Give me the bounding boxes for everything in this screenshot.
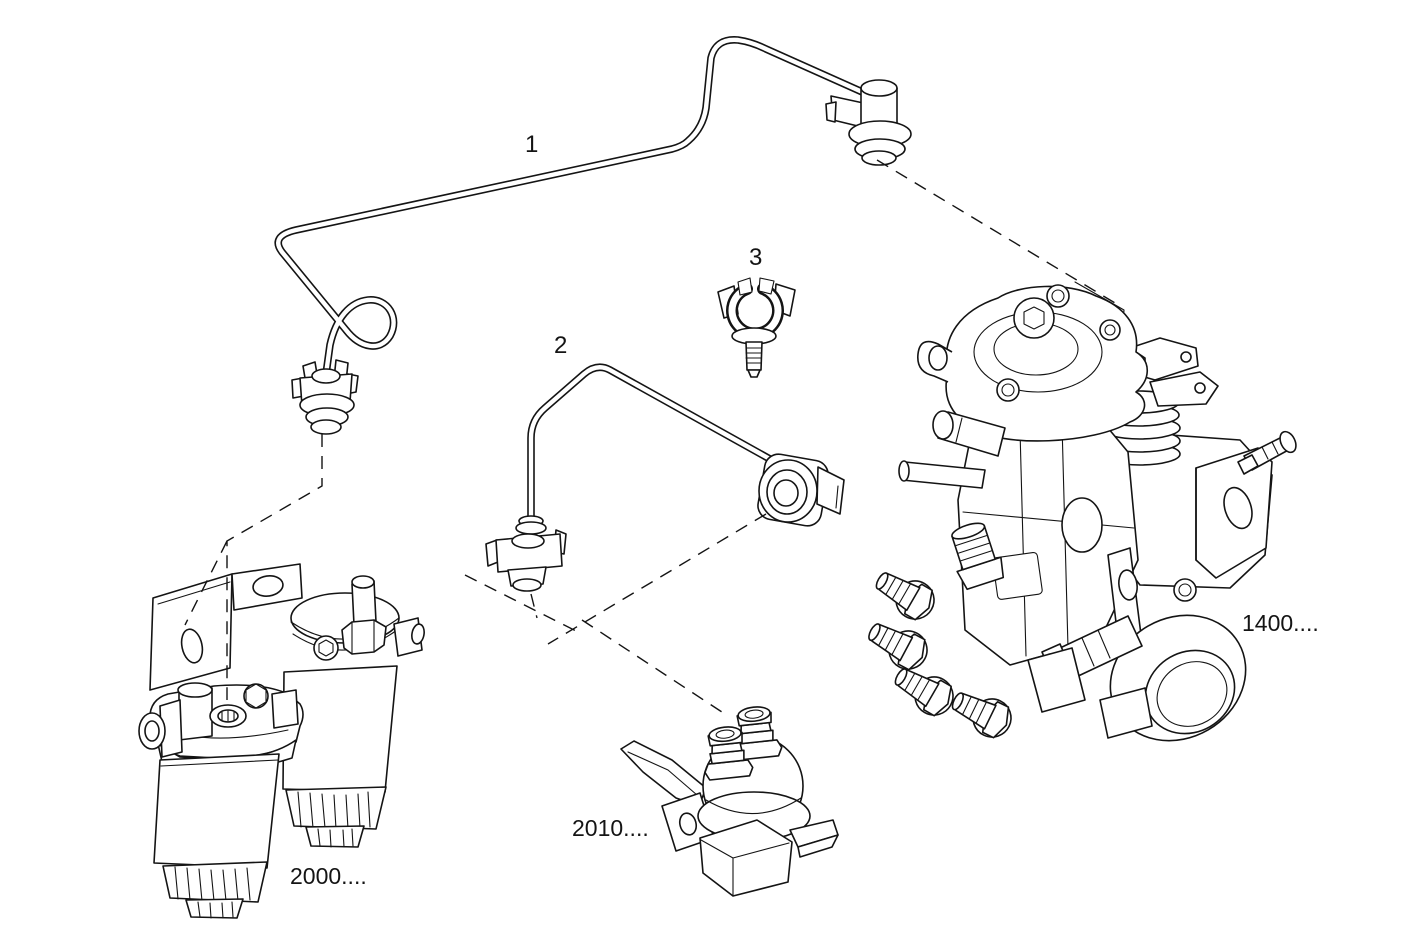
pump-foot bbox=[1099, 687, 1153, 739]
fuel-pipe-1-drawing bbox=[274, 36, 912, 435]
pump-inlet-fittings bbox=[898, 410, 1006, 489]
filter-nut bbox=[341, 619, 387, 655]
pipe-clip-drawing bbox=[717, 277, 796, 378]
label-fuel-filter: 2000.... bbox=[290, 863, 367, 889]
pump-delivery-fittings bbox=[868, 572, 1012, 739]
label-clip: 3 bbox=[749, 244, 762, 271]
clip-screw bbox=[745, 341, 763, 378]
fuel-filter-assembly-drawing bbox=[138, 563, 425, 919]
leader-pipe1-to-filter bbox=[226, 434, 323, 700]
leader-pipe2-connector bbox=[530, 593, 538, 619]
leader-pipe1-to-pump bbox=[876, 159, 1121, 307]
filter-canister bbox=[282, 665, 398, 793]
filter-canister bbox=[153, 753, 280, 869]
pipe-2-connector bbox=[485, 515, 567, 592]
label-pipe-1: 1 bbox=[525, 131, 538, 158]
pump-filler-plug bbox=[1013, 297, 1055, 339]
injection-pump-drawing bbox=[868, 281, 1297, 742]
assembly-leader-lines bbox=[184, 159, 1121, 717]
feed-pump-ports bbox=[704, 706, 783, 781]
feed-pump-lever bbox=[620, 740, 707, 807]
filter-left bbox=[138, 682, 304, 919]
pump-governor-dome bbox=[917, 284, 1149, 442]
pump-shaft-stub bbox=[1237, 430, 1297, 475]
filter-bracket bbox=[149, 563, 303, 691]
label-feed-pump: 2010.... bbox=[572, 815, 649, 841]
pump-primer bbox=[951, 522, 1005, 591]
pipe-2-banjo-fitting bbox=[757, 453, 845, 527]
feed-pump-base bbox=[699, 819, 793, 897]
feed-pump-drawing bbox=[620, 706, 839, 897]
leader-filter-branch bbox=[184, 540, 228, 626]
filter-right bbox=[282, 575, 425, 848]
part-labels: 1 2 3 1400.... 2000.... 2010.... bbox=[290, 131, 1319, 889]
pump-window-oval bbox=[1061, 497, 1103, 553]
label-injection-pump: 1400.... bbox=[1242, 610, 1319, 636]
leader-junction-to-feedpump bbox=[581, 619, 729, 717]
fuel-pipe-2-drawing bbox=[485, 363, 845, 592]
leader-pipe2-to-junction bbox=[547, 513, 767, 645]
pipe-1-connector bbox=[291, 359, 359, 435]
pump-mount-hole bbox=[1223, 486, 1253, 530]
pump-foot bbox=[1027, 647, 1086, 713]
label-pipe-2: 2 bbox=[554, 332, 567, 359]
pipe-1-banjo-fitting bbox=[825, 79, 912, 166]
